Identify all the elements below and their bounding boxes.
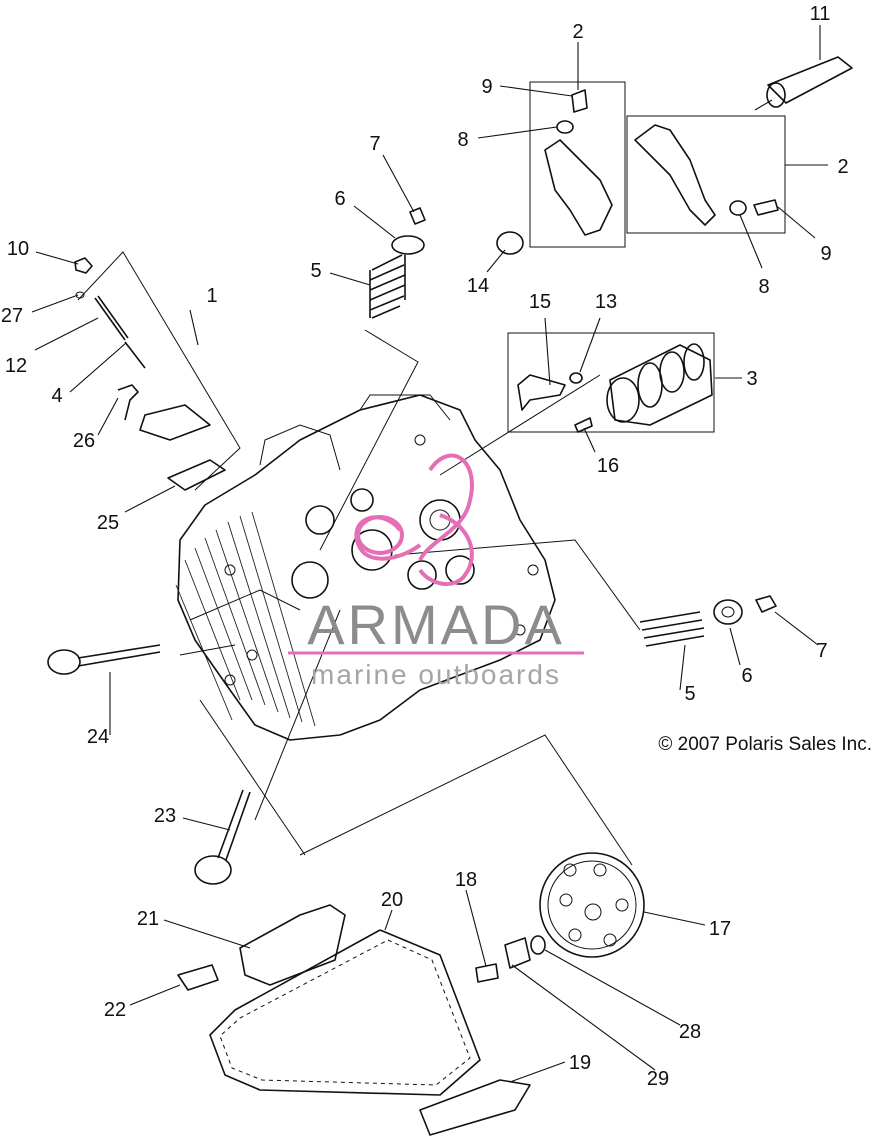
assembly-guide-lines — [179, 329, 641, 866]
callout-16: 16 — [597, 455, 619, 477]
callout-19: 19 — [569, 1052, 591, 1074]
callout-13: 13 — [595, 291, 617, 313]
callout-12: 12 — [5, 355, 27, 377]
callout-10: 10 — [7, 238, 29, 260]
cylinder-head — [175, 394, 556, 741]
leader-lines — [31, 25, 828, 1083]
callout-28: 28 — [679, 1021, 701, 1043]
armada-watermark: ARMADA marine outboards — [288, 453, 584, 690]
callout-8-top: 8 — [457, 129, 468, 151]
callout-9-right: 9 — [820, 243, 831, 265]
callout-18: 18 — [455, 869, 477, 891]
callout-29: 29 — [647, 1068, 669, 1090]
callout-7-right: 7 — [816, 640, 827, 662]
callout-9-top: 9 — [481, 76, 492, 98]
watermark-brand: ARMADA — [307, 593, 565, 656]
rocker-arm-assembly — [496, 56, 853, 255]
callout-15: 15 — [529, 291, 551, 313]
cam-chain — [209, 929, 481, 1096]
callout-23: 23 — [154, 805, 176, 827]
callout-5-right: 5 — [684, 683, 695, 705]
camshaft-assembly — [507, 332, 715, 433]
callout-6-right: 6 — [741, 665, 752, 687]
callout-8-right: 8 — [758, 276, 769, 298]
callout-21: 21 — [137, 908, 159, 930]
valves — [47, 644, 251, 885]
copyright-notice: © 2007 Polaris Sales Inc. — [658, 734, 872, 755]
armada-logo-icon — [354, 453, 474, 586]
callout-labels: 2 11 9 8 2 7 6 9 10 5 14 8 1 15 13 27 12… — [1, 3, 872, 1090]
valve-spring-upper — [369, 207, 426, 319]
cam-sprocket-assembly — [475, 852, 645, 983]
callout-5-top: 5 — [310, 260, 321, 282]
watermark-tagline: marine outboards — [311, 659, 561, 690]
callout-17: 17 — [709, 918, 731, 940]
callout-7-top: 7 — [369, 133, 380, 155]
callout-3: 3 — [746, 368, 757, 390]
callout-2-top: 2 — [572, 21, 583, 43]
callout-27: 27 — [1, 305, 23, 327]
callout-26: 26 — [73, 430, 95, 452]
callout-25: 25 — [97, 512, 119, 534]
callout-24: 24 — [87, 726, 109, 748]
valve-spring-lower — [639, 595, 777, 647]
callout-11: 11 — [810, 3, 831, 25]
callout-6-top: 6 — [334, 188, 345, 210]
chain-guides — [177, 904, 531, 1136]
callout-22: 22 — [104, 999, 126, 1021]
cam-chain-tensioner — [74, 251, 241, 491]
callout-4: 4 — [51, 385, 62, 407]
callout-2-right: 2 — [837, 156, 848, 178]
callout-1: 1 — [206, 285, 217, 307]
callout-14: 14 — [467, 275, 489, 297]
callout-20: 20 — [381, 889, 403, 911]
